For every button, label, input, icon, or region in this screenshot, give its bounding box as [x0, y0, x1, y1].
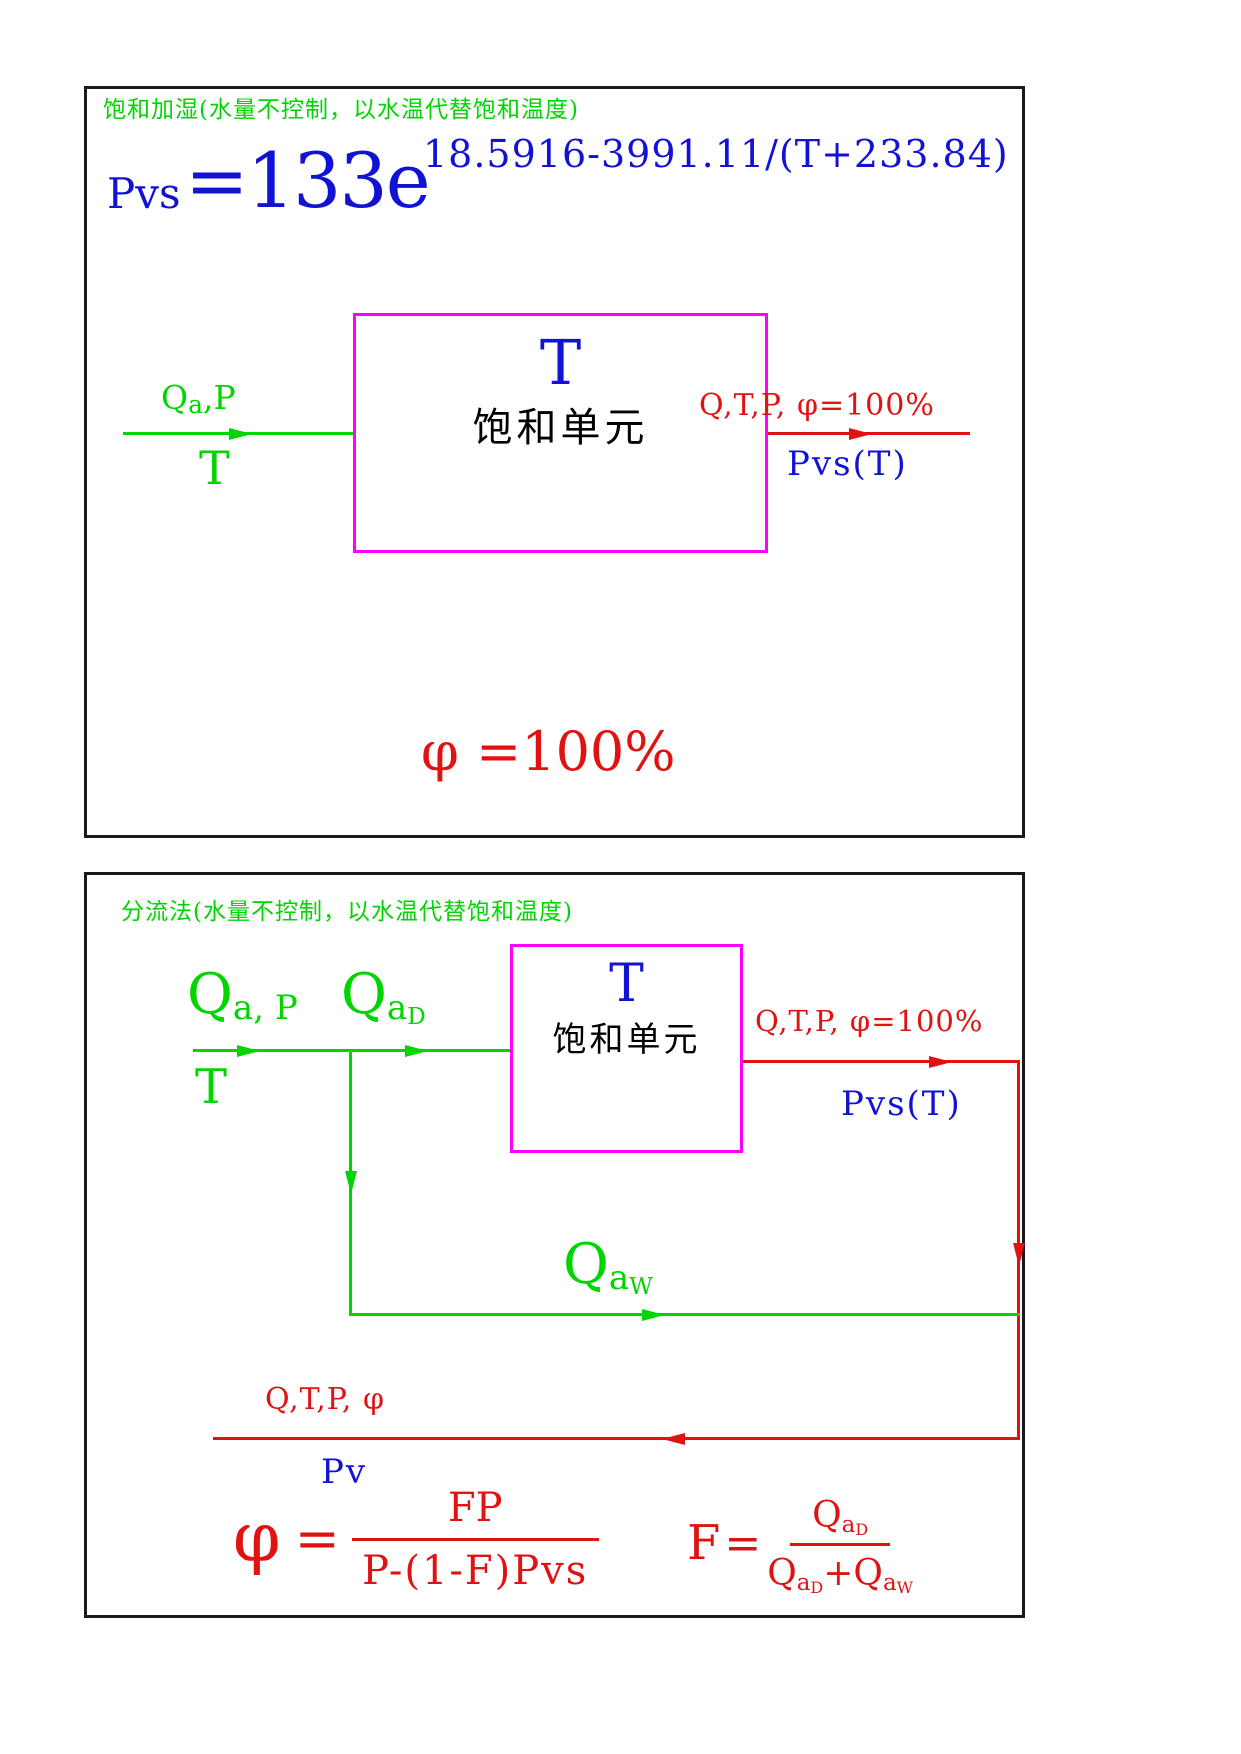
saturation-unit2-name: 饱和单元 [552, 1019, 701, 1060]
outlet2-down-arrowhead [1013, 1243, 1025, 1266]
phi-formula-lhs: φ [233, 1498, 281, 1578]
inlet2-label-sub: a [232, 988, 254, 1028]
saturation-unit-temperature: T [539, 326, 582, 399]
wet-branch-label: QaW [563, 1237, 653, 1299]
wet-branch-sub2: W [629, 1274, 653, 1300]
f-formula-lhs: F [687, 1515, 721, 1571]
pvs-formula-lhs: Pvs [107, 169, 181, 218]
outlet2-label-below: Pvs(T) [841, 1084, 962, 1124]
phi-formula-denominator: P-(1-F)Pvs [362, 1547, 589, 1594]
panel1-result: φ =100% [421, 720, 676, 783]
wet-branch-line [349, 1313, 1020, 1316]
bypass-down-arrowhead [345, 1171, 357, 1194]
inlet-label-rest: ,P [202, 378, 236, 417]
inlet2-label-rest: , P [253, 988, 298, 1028]
panel-saturation-humidification: 饱和加湿(水量不控制，以水温代替饱和温度) Pvs =133e 18.5916-… [84, 86, 1025, 838]
wet-branch-sub1: a [608, 1258, 630, 1298]
phi-formula-numerator: FP [351, 1483, 599, 1541]
wet-branch-arrowhead [642, 1309, 665, 1321]
inlet-label-below: T [199, 441, 230, 495]
wet-branch-q: Q [563, 1232, 609, 1297]
inlet-label-sub: a [188, 390, 203, 419]
f-den-sub21: a [882, 1569, 897, 1596]
outlet2-line [743, 1060, 1020, 1063]
return-arrowhead [662, 1433, 685, 1445]
saturation-unit-box: T 饱和单元 [353, 313, 768, 553]
phi-formula: φ = FP P-(1-F)Pvs [233, 1479, 599, 1597]
pvs-formula-base: e [385, 136, 431, 225]
f-formula-fraction: QaD QaD+QaW [767, 1493, 914, 1597]
outlet-label-above: Q,T,P, φ=100% [699, 388, 935, 423]
phi-formula-equals: = [294, 1506, 340, 1570]
saturation-unit-name: 饱和单元 [472, 405, 649, 452]
dry-branch-q: Q [341, 962, 387, 1027]
inlet2-label-top: Qa, P [187, 967, 298, 1026]
inlet2-label-q: Q [187, 962, 233, 1027]
dry-branch-label: QaD [341, 967, 426, 1029]
panel2-title: 分流法(水量不控制，以水温代替饱和温度) [121, 899, 573, 925]
outlet-arrowhead [849, 428, 872, 440]
saturation-unit2-temperature: T [609, 954, 644, 1014]
dry-branch-sub1: a [386, 988, 408, 1028]
return-line [213, 1437, 1020, 1440]
f-num-sub1: a [841, 1511, 856, 1538]
pvs-formula-equals: = [185, 136, 249, 225]
f-den-plus: + [823, 1552, 854, 1594]
pvs-formula-exponent: 18.5916-3991.11/(T+233.84) [423, 132, 1009, 176]
f-den-sub11: a [796, 1569, 811, 1596]
inlet-label-q: Q [161, 378, 189, 417]
outlet-label-below: Pvs(T) [787, 444, 908, 484]
f-den-sub12: D [810, 1577, 824, 1597]
f-formula-numerator: QaD [790, 1493, 891, 1546]
panel1-title: 饱和加湿(水量不控制，以水温代替饱和温度) [103, 97, 579, 123]
return-label-below: Pv [321, 1452, 368, 1492]
panel-split-flow-method: 分流法(水量不控制，以水温代替饱和温度) Qa, P QaD T T 饱和单元 … [84, 872, 1025, 1618]
f-num-q: Q [812, 1494, 842, 1536]
pvs-formula-coefficient: 133 [246, 136, 388, 225]
pvs-formula-main: =133e [185, 143, 431, 219]
phi-formula-fraction: FP P-(1-F)Pvs [351, 1483, 599, 1594]
inlet2-arrowhead-1 [237, 1045, 260, 1057]
f-den-sub22: W [896, 1577, 914, 1597]
saturation-unit-box-2: T 饱和单元 [510, 944, 743, 1153]
f-den-q2: Q [853, 1552, 883, 1594]
inlet2-label-below: T [195, 1059, 228, 1115]
outlet2-arrowhead [929, 1056, 952, 1068]
return-label-above: Q,T,P, φ [265, 1382, 385, 1417]
f-formula: F = QaD QaD+QaW [687, 1487, 913, 1599]
dry-branch-sub2: D [407, 1004, 426, 1030]
outlet2-label-above: Q,T,P, φ=100% [755, 1004, 984, 1038]
inlet-label-top: Qa,P [161, 378, 236, 417]
f-formula-denominator: QaD+QaW [767, 1546, 914, 1597]
inlet-arrowhead [229, 428, 252, 440]
f-num-sub2: D [855, 1519, 869, 1539]
f-den-q1: Q [767, 1552, 797, 1594]
f-formula-equals: = [724, 1517, 762, 1569]
inlet2-arrowhead-2 [405, 1045, 428, 1057]
